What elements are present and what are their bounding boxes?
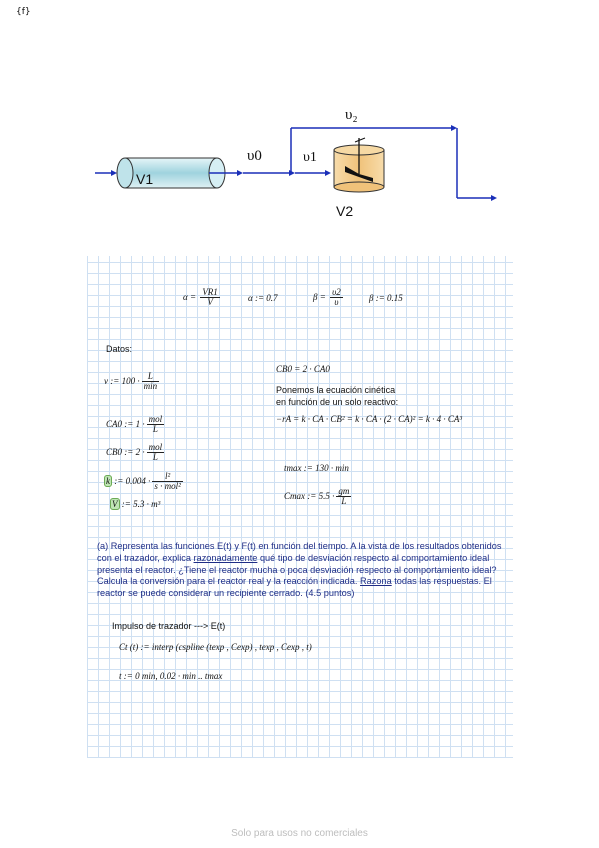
corner-mark: {f} [16, 7, 31, 17]
label-V2: V2 [336, 203, 353, 219]
datos-label: Datos: [106, 344, 133, 354]
inlet-arrow [95, 170, 117, 176]
reactor-diagram: υ₂ υ0 υ1 V1 V2 [95, 107, 497, 219]
beta-value: β := 0.15 [369, 293, 403, 303]
question-paragraph: (a) Representa las funciones E(t) y F(t)… [97, 541, 502, 599]
footer-watermark: Solo para usos no comerciales [231, 828, 368, 839]
impulse-heading: Impulso de trazador ---> E(t) [112, 621, 226, 631]
flow-line-v0 [209, 170, 325, 176]
ct-interp-def: Ct (t) := interp (cspline (texp , Cexp) … [119, 642, 312, 652]
kinetic-intro-line1: Ponemos la ecuación cinética [276, 385, 396, 395]
label-v2: υ₂ [345, 107, 358, 123]
cb0-relation: CB0 = 2 · CA0 [276, 364, 330, 374]
time-range-def: t := 0 min, 0.02 · min .. tmax [119, 671, 223, 681]
tank-inlet-arrow [325, 170, 331, 176]
alpha-value: α := 0.7 [248, 293, 278, 303]
label-v0: υ0 [247, 148, 262, 164]
tubular-reactor [116, 157, 226, 189]
label-V1: V1 [136, 171, 153, 187]
tmax-def: tmax := 130 · min [284, 463, 349, 473]
volume-def: V := 5.3 · m³ [110, 498, 161, 510]
bypass-line-v2 [290, 125, 458, 198]
kinetic-intro-line2: en función de un solo reactivo: [276, 397, 399, 407]
label-v1: υ1 [303, 150, 317, 165]
stirred-tank-reactor [333, 137, 385, 193]
outlet-line [457, 195, 497, 201]
rate-equation: −rA = k · CA · CB² = k · CA · (2 · CA)² … [276, 414, 463, 424]
